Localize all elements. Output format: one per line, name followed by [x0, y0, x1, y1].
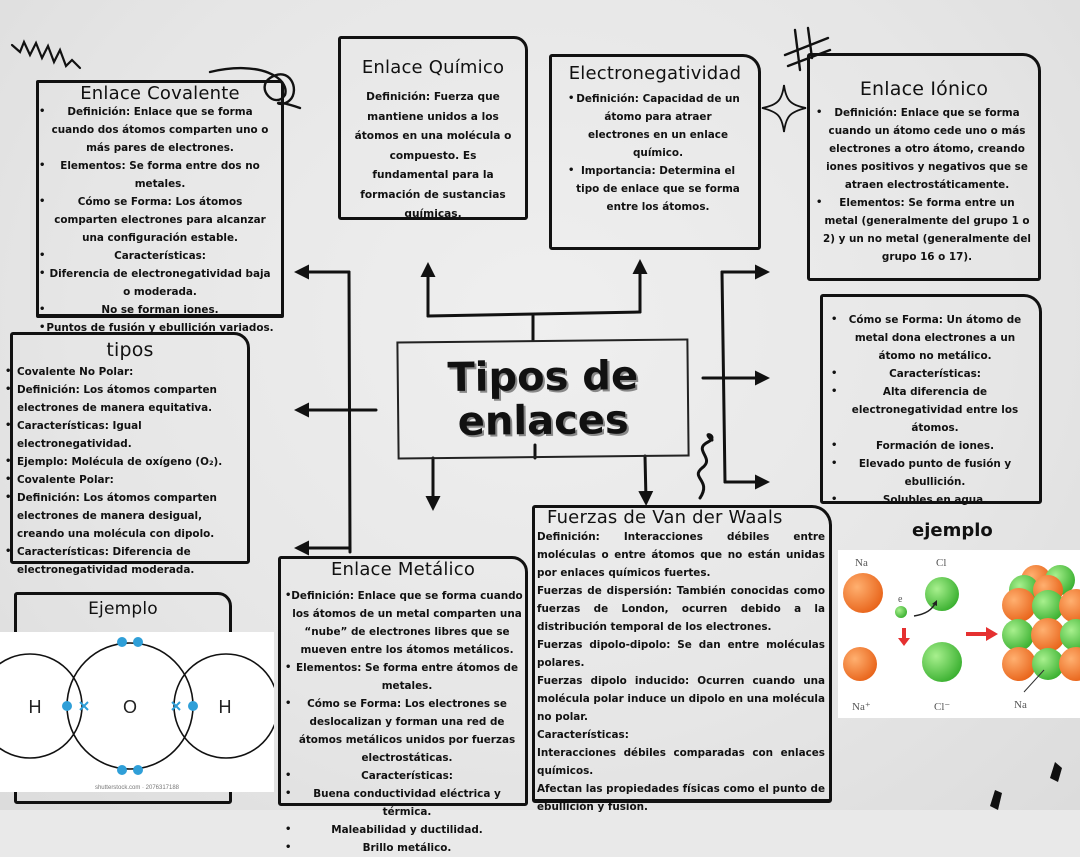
list-item: Fuerzas de dispersión: También conocidas…	[537, 585, 825, 633]
list-item: •Definición: Los átomos comparten electr…	[5, 384, 217, 414]
list-item: Afectan las propiedades físicas como el …	[537, 783, 825, 813]
list-item: •No se forman iones.	[39, 304, 219, 316]
list-item: •Características: Diferencia de electron…	[5, 546, 195, 576]
covalente-list: •Definición: Enlace que se forma cuando …	[39, 103, 281, 337]
list-item: •Características:	[831, 368, 981, 380]
water-molecule-svg: H O H shutterstock.com · 2076317188	[0, 637, 279, 791]
list-item: •Elementos: Se forma entre átomos de met…	[285, 662, 518, 692]
list-item: Fuerzas dipolo-dipolo: Se dan entre molé…	[537, 639, 825, 669]
ionico2-list: •Cómo se Forma: Un átomo de metal dona e…	[823, 297, 1039, 509]
svg-text:Cl⁻: Cl⁻	[934, 701, 950, 713]
list-item: •Maleabilidad y ductilidad.	[285, 824, 483, 836]
ejemplo-agua-title: Ejemplo	[88, 599, 158, 619]
svg-text:O: O	[123, 697, 137, 717]
list-item: •Definición: Enlace que se forma cuando …	[816, 107, 1028, 191]
svg-text:H: H	[29, 697, 42, 717]
list-item: •Cómo se Forma: Un átomo de metal dona e…	[831, 314, 1022, 362]
list-item: •Diferencia de electronegatividad baja o…	[39, 268, 271, 298]
electronegatividad-list: •Definición: Capacidad de un átomo para …	[552, 84, 758, 216]
list-item: •Importancia: Determina el tipo de enlac…	[568, 165, 740, 213]
list-item: •Brillo metálico.	[285, 842, 452, 854]
svg-text:H: H	[219, 697, 232, 717]
svg-text:Na⁺: Na⁺	[852, 701, 871, 713]
water-molecule-diagram: H O H shutterstock.com · 2076317188	[0, 632, 279, 792]
list-item: •Elementos: Se forma entre dos no metale…	[39, 160, 260, 190]
metalico-list: •Definición: Enlace que se forma cuando …	[281, 581, 525, 857]
box-van-der-waals: Fuerzas de Van der Waals Definición: Int…	[532, 505, 832, 813]
svg-text:Na: Na	[855, 557, 868, 569]
box-tipos: tipos •Covalente No Polar: •Definición: …	[5, 332, 250, 576]
list-item: •Covalente No Polar:	[5, 366, 134, 378]
box-enlace-quimico: Enlace Químico Definición: Fuerza que ma…	[338, 36, 528, 220]
box-enlace-ionico-caracteristicas: •Cómo se Forma: Un átomo de metal dona e…	[820, 294, 1042, 506]
list-item: •Ejemplo: Molécula de oxígeno (O₂).	[5, 456, 223, 468]
metalico-title: Enlace Metálico	[330, 559, 476, 580]
svg-text:e: e	[898, 594, 903, 605]
vanderwaals-title: Fuerzas de Van der Waals	[547, 507, 783, 528]
ejemplo-nacl-title: ejemplo	[912, 520, 993, 541]
quimico-title: Enlace Químico	[361, 57, 505, 78]
ionico-title: Enlace Iónico	[859, 78, 989, 100]
quimico-definition: Definición: Fuerza que mantiene unidos a…	[354, 91, 512, 220]
nacl-svg: Na Cl e Na⁺ Cl⁻ Na	[843, 557, 1080, 713]
list-item: •Puntos de fusión y ebullición variados.	[39, 322, 274, 334]
list-item: •Solubles en agua.	[831, 494, 988, 506]
list-item: •Definición: Enlace que se forma cuando …	[285, 590, 523, 656]
ionico-list: •Definición: Enlace que se forma cuando …	[810, 100, 1038, 266]
list-item: •Elevado punto de fusión y ebullición.	[831, 458, 1012, 488]
list-item: •Cómo se Forma: Los átomos comparten ele…	[39, 196, 266, 244]
electronegatividad-title: Electronegatividad	[568, 63, 742, 84]
list-item: •Alta diferencia de electronegatividad e…	[831, 386, 1019, 434]
vanderwaals-list: Definición: Interacciones débiles entre …	[535, 528, 829, 816]
list-item: •Características:	[39, 250, 206, 262]
list-item: Definición: Interacciones débiles entre …	[537, 531, 825, 579]
list-item: •Formación de iones.	[831, 440, 995, 452]
svg-text:shutterstock.com · 2076317188: shutterstock.com · 2076317188	[95, 785, 180, 791]
list-item: •Características: Igual electronegativid…	[5, 420, 142, 450]
list-item: Fuerzas dipolo inducido: Ocurren cuando …	[537, 675, 825, 723]
tipos-title: tipos	[106, 339, 154, 361]
list-item: •Covalente Polar:	[5, 474, 114, 486]
svg-text:Na: Na	[1014, 699, 1027, 711]
central-title-line1: Tipos de	[447, 353, 639, 401]
list-item: •Características:	[285, 770, 453, 782]
tipos-list: •Covalente No Polar: •Definición: Los át…	[5, 361, 247, 579]
list-item: Características:	[537, 729, 629, 741]
covalente-title: Enlace Covalente	[80, 83, 240, 104]
list-item: Interacciones débiles comparadas con enl…	[537, 747, 825, 777]
list-item: •Definición: Enlace que se forma cuando …	[39, 106, 269, 154]
nacl-ionic-diagram: Na Cl e Na⁺ Cl⁻ Na	[838, 550, 1080, 718]
box-enlace-metalico: Enlace Metálico •Definición: Enlace que …	[278, 556, 528, 854]
box-enlace-covalente: Enlace Covalente •Definición: Enlace que…	[36, 80, 284, 334]
svg-text:Cl: Cl	[936, 557, 946, 569]
central-topic: Tipos de enlaces	[396, 338, 690, 460]
list-item: •Elementos: Se forma entre un metal (gen…	[816, 197, 1031, 263]
list-item: •Definición: Los átomos comparten electr…	[5, 492, 217, 540]
list-item: •Cómo se Forma: Los electrones se desloc…	[285, 698, 516, 764]
box-electronegatividad: Electronegatividad •Definición: Capacida…	[549, 54, 761, 250]
list-item: •Buena conductividad eléctrica y térmica…	[285, 788, 501, 818]
box-enlace-ionico: Enlace Iónico •Definición: Enlace que se…	[807, 53, 1041, 281]
list-item: •Definición: Capacidad de un átomo para …	[568, 93, 740, 159]
central-title-line2: enlaces	[457, 397, 629, 445]
